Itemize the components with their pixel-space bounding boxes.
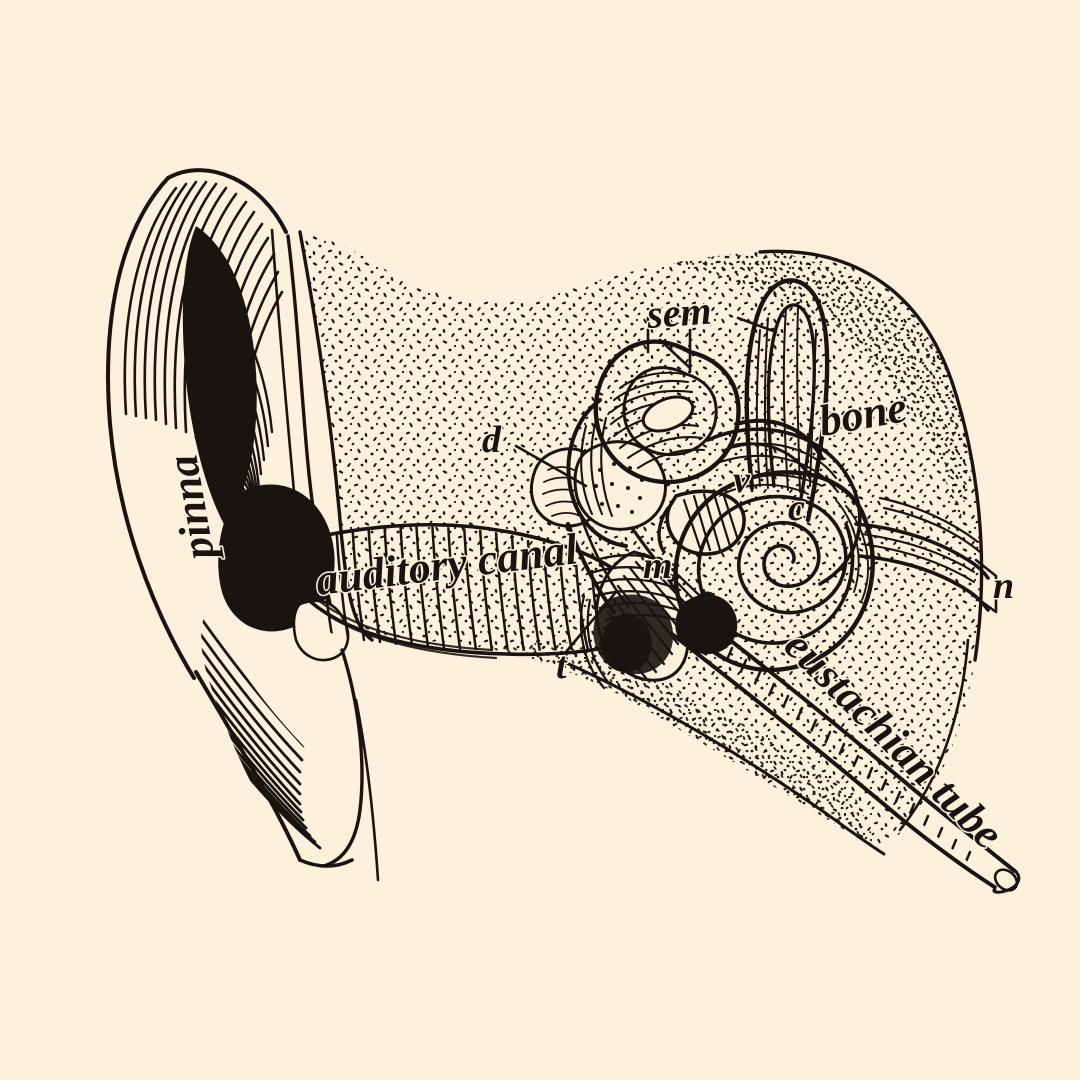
label-sem: sem bbox=[644, 288, 712, 337]
label-v: v bbox=[733, 459, 751, 501]
pinna bbox=[106, 168, 380, 882]
incus-long-process bbox=[630, 526, 674, 582]
cochlea bbox=[673, 470, 875, 673]
tube-lumen bbox=[993, 868, 1019, 892]
label-pinna: pinna bbox=[157, 451, 224, 567]
auditory-nerve bbox=[854, 496, 998, 614]
label-d: d bbox=[482, 419, 502, 461]
ampulla bbox=[641, 395, 695, 433]
lobule-outer bbox=[194, 670, 302, 862]
eustachian-wall-upper bbox=[686, 606, 1018, 874]
label-t: t bbox=[556, 645, 568, 687]
lobule-bottom bbox=[298, 858, 354, 868]
leader-lines bbox=[514, 316, 778, 654]
incus-body bbox=[573, 440, 667, 531]
promontory-block bbox=[593, 594, 674, 675]
pinna-helix-outer bbox=[106, 176, 196, 680]
nerve-cut-face bbox=[972, 558, 998, 614]
leader-sem-right bbox=[736, 316, 778, 334]
label-m: m bbox=[643, 545, 673, 587]
leader-t bbox=[564, 590, 618, 654]
leader-d bbox=[514, 444, 588, 488]
label-n: n bbox=[993, 565, 1014, 607]
bone-edge-lower bbox=[558, 658, 886, 856]
label-c: c bbox=[788, 487, 805, 529]
superior-canal-inner bbox=[622, 366, 718, 457]
eustachian-wall-lower bbox=[670, 632, 998, 890]
superior-canal bbox=[593, 339, 741, 485]
scalp-contour-line bbox=[270, 228, 302, 558]
round-window bbox=[694, 591, 716, 609]
concha-bowl bbox=[218, 484, 335, 632]
lateral-canal bbox=[734, 418, 824, 460]
canal-limb-left bbox=[566, 398, 628, 548]
stapes-footplate bbox=[657, 506, 670, 554]
leader-sem-left bbox=[658, 338, 692, 370]
lobule-inner bbox=[322, 648, 364, 868]
posterior-canal-inner bbox=[766, 303, 816, 516]
nerve-upper bbox=[854, 522, 990, 580]
pinna-helix-top bbox=[166, 168, 288, 234]
tragus bbox=[292, 599, 350, 662]
bone-edge-right-lower bbox=[898, 638, 970, 832]
lateral-canal-inner bbox=[728, 442, 812, 480]
bone-edge-right bbox=[758, 249, 984, 662]
semicircular-canals bbox=[566, 278, 830, 548]
bone-edge-left bbox=[298, 230, 374, 642]
skin-line-behind-ear bbox=[354, 698, 380, 882]
vestibule-outline bbox=[706, 427, 862, 586]
